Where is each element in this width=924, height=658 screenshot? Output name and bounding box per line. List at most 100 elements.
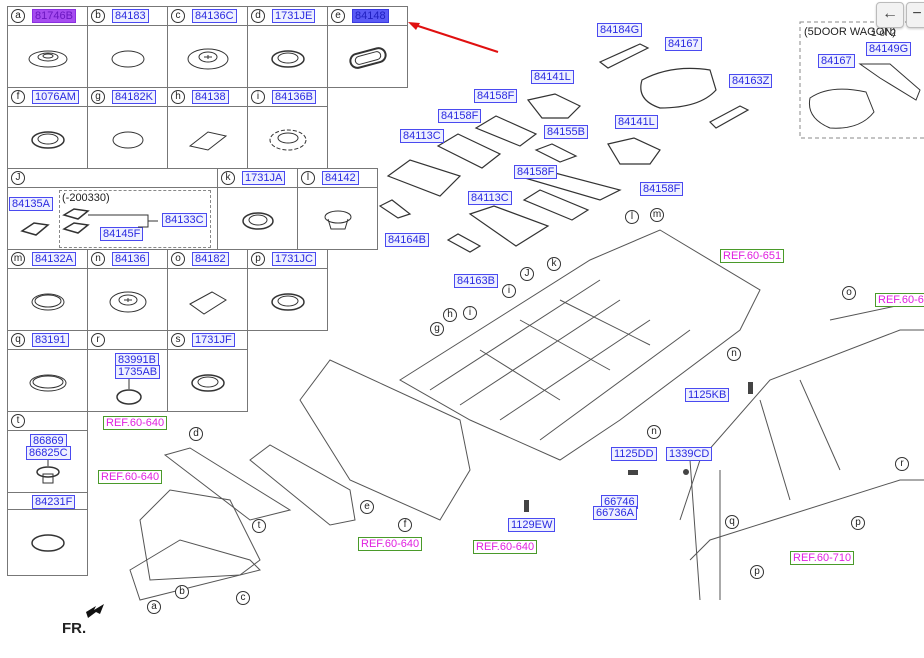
cell-t[interactable]: t 86869 86825C 84231F <box>7 411 88 576</box>
letter-m: m <box>11 252 25 266</box>
part-1339CD[interactable]: 1339CD <box>666 447 713 461</box>
part-84158F[interactable]: 84158F <box>640 182 684 196</box>
part-84163B[interactable]: 84163B <box>454 274 498 288</box>
part-84158F[interactable]: 84158F <box>438 109 482 123</box>
callout-m: m <box>650 208 664 222</box>
part-84167-wagon[interactable]: 84167 <box>818 54 855 68</box>
part-84135A[interactable]: 84135A <box>9 197 53 211</box>
part-81746B[interactable]: 81746B <box>32 9 76 23</box>
part-84148[interactable]: 84148 <box>352 9 389 23</box>
part-84136C[interactable]: 84136C <box>192 9 237 23</box>
part-84182K[interactable]: 84182K <box>112 90 156 104</box>
wagon-label: (5DOOR WAGON) <box>804 26 896 38</box>
pad-icon <box>189 291 227 315</box>
cell-q[interactable]: q 83191 <box>7 330 88 412</box>
plug-icon <box>31 534 65 552</box>
letter-g: g <box>91 90 105 104</box>
part-1731JF[interactable]: 1731JF <box>192 333 235 347</box>
part-84163Z[interactable]: 84163Z <box>729 74 773 88</box>
cell-h[interactable]: h 84138 <box>167 87 248 169</box>
clip-icon <box>36 460 60 484</box>
part-84155B[interactable]: 84155B <box>544 125 588 139</box>
cell-f[interactable]: f 1076AM <box>7 87 88 169</box>
ring-icon <box>31 131 65 149</box>
pad-icons <box>20 208 158 236</box>
letter-f: f <box>11 90 25 104</box>
cap-icon <box>324 210 352 230</box>
part-1125KB[interactable]: 1125KB <box>685 388 730 402</box>
part-84184G[interactable]: 84184G <box>597 23 643 37</box>
part-86825C[interactable]: 86825C <box>26 446 71 460</box>
part-84158F[interactable]: 84158F <box>474 89 518 103</box>
ref-60-640[interactable]: REF.60-640 <box>358 537 423 551</box>
callout-o: o <box>842 286 856 300</box>
cell-J[interactable]: J 84135A (-200330) 84133C 84145F <box>7 168 218 250</box>
part-84145F[interactable]: 84145F <box>100 227 144 241</box>
ref-60-710[interactable]: REF.60-710 <box>790 551 855 565</box>
callout-n: n <box>727 347 741 361</box>
part-1731JE[interactable]: 1731JE <box>272 9 316 23</box>
part-84164B[interactable]: 84164B <box>385 233 429 247</box>
callout-g: g <box>430 322 444 336</box>
part-84132A[interactable]: 84132A <box>32 252 76 266</box>
red-arrow <box>411 23 499 53</box>
part-84142[interactable]: 84142 <box>322 171 359 185</box>
prev-page-button[interactable]: ← <box>876 2 904 28</box>
part-1076AM[interactable]: 1076AM <box>32 90 79 104</box>
part-83191[interactable]: 83191 <box>32 333 69 347</box>
callout-k: k <box>547 257 561 271</box>
part-84141L[interactable]: 84141L <box>531 70 574 84</box>
callout-J: J <box>520 267 534 281</box>
ref-60-651[interactable]: REF.60-651 <box>720 249 785 263</box>
part-66736A[interactable]: 66736A <box>593 506 637 520</box>
part-84113C[interactable]: 84113C <box>468 191 512 205</box>
ref-60-640[interactable]: REF.60-640 <box>103 416 168 430</box>
part-84231F[interactable]: 84231F <box>32 495 76 509</box>
cell-g[interactable]: g 84182K <box>87 87 168 169</box>
letter-l: l <box>301 171 315 185</box>
bolts <box>524 382 753 512</box>
letter-h: h <box>171 90 185 104</box>
ref-60-640[interactable]: REF.60-640 <box>98 470 163 484</box>
part-84138[interactable]: 84138 <box>192 90 229 104</box>
part-84136B[interactable]: 84136B <box>272 90 316 104</box>
letter-t: t <box>11 414 25 428</box>
plug-cross-icon <box>187 48 229 70</box>
part-84158F[interactable]: 84158F <box>514 165 558 179</box>
part-84136[interactable]: 84136 <box>112 252 149 266</box>
ring-icon <box>242 212 274 230</box>
next-page-button[interactable]: − <box>906 2 924 28</box>
callout-h: h <box>443 308 457 322</box>
plug-icon <box>29 374 67 392</box>
part-1731JA[interactable]: 1731JA <box>242 171 286 185</box>
part-84141L[interactable]: 84141L <box>615 115 658 129</box>
part-84113C[interactable]: 84113C <box>400 129 444 143</box>
part-84133C[interactable]: 84133C <box>162 213 207 227</box>
part-1731JC[interactable]: 1731JC <box>272 252 316 266</box>
ref-60-6[interactable]: REF.60-6 <box>875 293 924 307</box>
letter-q: q <box>11 333 25 347</box>
part-84183[interactable]: 84183 <box>112 9 149 23</box>
part-1735AB[interactable]: 1735AB <box>115 365 161 379</box>
part-84182[interactable]: 84182 <box>192 252 229 266</box>
part-1125DD[interactable]: 1125DD <box>611 447 657 461</box>
pad-icon <box>188 131 228 151</box>
cell-l[interactable]: l 84142 <box>297 168 378 250</box>
cell-m[interactable]: m 84132A <box>7 249 88 331</box>
part-84149G[interactable]: 84149G <box>866 42 912 56</box>
part-1129EW[interactable]: 1129EW <box>508 518 556 532</box>
ref-60-640[interactable]: REF.60-640 <box>473 540 538 554</box>
part-84167[interactable]: 84167 <box>665 37 702 51</box>
wagon-pad-icon <box>808 88 875 129</box>
